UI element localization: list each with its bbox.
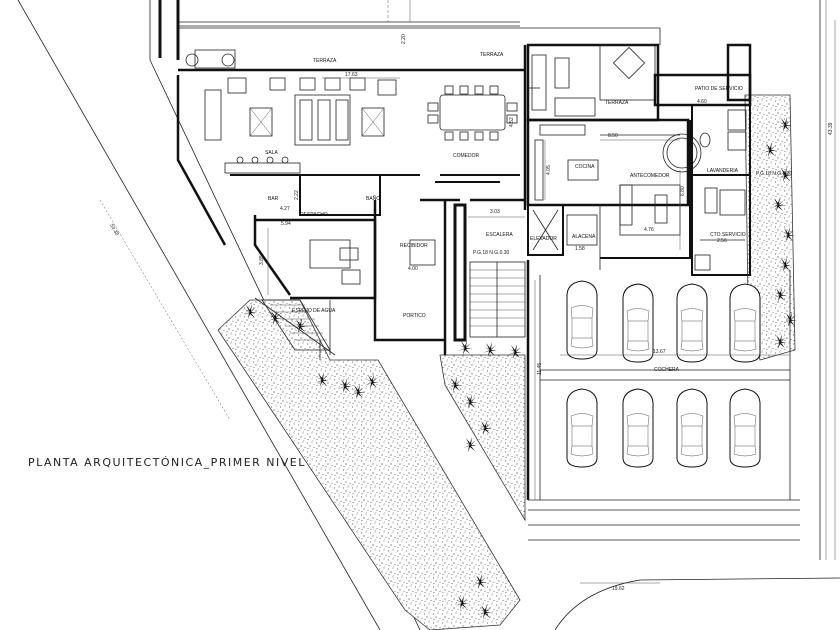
label-recibidor: RECIBIDOR bbox=[400, 243, 428, 249]
stairs-exterior bbox=[261, 299, 331, 351]
label-cochera: COCHERA bbox=[654, 367, 680, 373]
label-alacena: ALACENA bbox=[572, 234, 596, 240]
label-cto-servicio: CTO.SERVICIO bbox=[710, 232, 746, 238]
label-antecomedor: ANTECOMEDOR bbox=[630, 173, 670, 179]
dim-13-67: 13.67 bbox=[653, 349, 666, 355]
label-sala: SALA bbox=[265, 150, 278, 156]
car-3 bbox=[676, 283, 708, 363]
label-cocina: COCINA bbox=[575, 164, 595, 170]
label-escalera: ESCALERA bbox=[486, 232, 513, 238]
car-8 bbox=[729, 388, 761, 468]
stairs-main bbox=[469, 261, 526, 338]
label-terraza-top: TERRAZA bbox=[313, 58, 337, 64]
label-elevador: ELEVADOR bbox=[530, 236, 557, 242]
car-7 bbox=[676, 388, 708, 468]
car-2 bbox=[622, 283, 654, 363]
label-terraza-kitchen: TERRAZA bbox=[605, 100, 629, 106]
dimension-lines bbox=[267, 20, 836, 584]
label-portico: PORTICO bbox=[403, 313, 426, 319]
terrace-top bbox=[178, 0, 661, 45]
car-1 bbox=[566, 280, 598, 360]
dim-3-03: 3.03 bbox=[490, 209, 500, 215]
label-patio-servicio: PATIO DE SERVICIO bbox=[695, 86, 743, 92]
dim-2-20: 2.20 bbox=[401, 34, 407, 44]
dim-19-62: 19.62 bbox=[612, 586, 625, 592]
service-block bbox=[653, 43, 752, 276]
level-laundry: P.G.18 N.G.0.30 bbox=[756, 171, 793, 177]
car-5 bbox=[566, 388, 598, 468]
dim-11-45: 11.45 bbox=[537, 363, 543, 375]
sheet-title: PLANTA ARQUITECTÓNICA_PRIMER NIVEL bbox=[28, 456, 306, 469]
dim-4-60: 4.60 bbox=[697, 99, 707, 105]
dim-43-39: 43.39 bbox=[828, 122, 834, 135]
kitchen-block bbox=[526, 43, 702, 270]
label-despacho: DESPACHO bbox=[300, 212, 328, 218]
dim-6-80: 6.80 bbox=[680, 186, 686, 196]
living-furniture bbox=[185, 49, 518, 285]
label-bar: BAR bbox=[268, 196, 279, 202]
dim-53-38: 53.38 bbox=[108, 223, 120, 237]
level-stair: P.G.18 N.G.0.30 bbox=[473, 250, 510, 256]
dim-4-52: 4.52 bbox=[509, 117, 515, 127]
label-terraza-mid: TERRAZA bbox=[480, 52, 504, 58]
dim-4-27: 4.27 bbox=[280, 206, 290, 212]
dim-1-58: 1.58 bbox=[575, 246, 585, 252]
dim-17-63: 17.63 bbox=[345, 72, 358, 78]
car-4 bbox=[729, 283, 761, 363]
label-comedor: COMEDOR bbox=[453, 153, 480, 159]
label-bano: BAÑO bbox=[366, 195, 380, 202]
dim-2-22: 2.22 bbox=[294, 190, 300, 200]
dim-4-76: 4.76 bbox=[644, 227, 654, 233]
house-walls bbox=[158, 0, 527, 360]
dim-8-50: 8.50 bbox=[608, 133, 618, 139]
dim-4-05: 4.05 bbox=[546, 165, 552, 175]
dim-3-85: 3.85 bbox=[259, 255, 265, 265]
dim-2-56: 2.56 bbox=[717, 238, 727, 244]
dim-5-94: 5.94 bbox=[281, 221, 291, 227]
dim-4-00: 4.00 bbox=[408, 266, 418, 272]
garage bbox=[526, 260, 800, 541]
label-espejo-agua: ESPEJO DE AGUA bbox=[292, 308, 336, 314]
car-6 bbox=[622, 388, 654, 468]
label-lavanderia: LAVANDERIA bbox=[707, 168, 739, 174]
